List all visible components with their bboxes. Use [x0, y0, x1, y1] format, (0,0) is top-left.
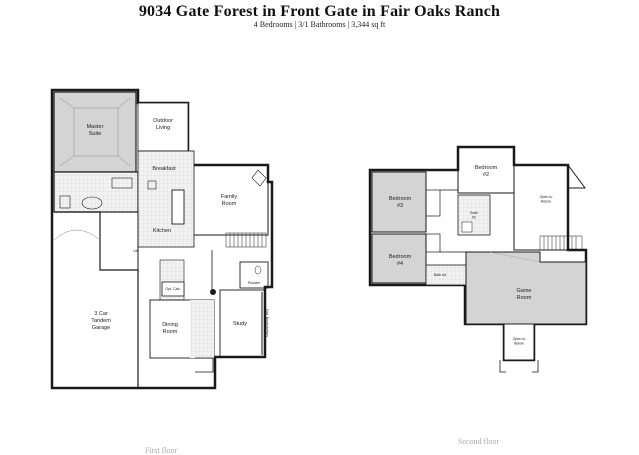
bedroom-3-label-1: Bedroom — [389, 196, 412, 202]
dining-room-label-1: Dining — [162, 322, 178, 328]
second-floor-caption: Second floor — [458, 437, 500, 446]
garage-label-1: 3 Car — [94, 311, 108, 317]
open-to-below-bottom-area — [503, 323, 535, 361]
open-to-below-bottom-label-2: Below — [514, 342, 524, 346]
master-suite-label-2: Suite — [89, 131, 102, 137]
garage-label-2: Tandem — [91, 318, 111, 324]
outdoor-living-label-1: Outdoor — [153, 118, 173, 124]
first-floor-stairs — [225, 232, 267, 248]
powder-label: Powder — [248, 281, 261, 285]
garage-label-3: Garage — [92, 325, 110, 331]
second-floor-plan — [368, 145, 588, 373]
dining-room-label-2: Room — [163, 329, 178, 335]
bedroom-4-label-1: Bedroom — [389, 254, 412, 260]
page-title: 9034 Gate Forest in Front Gate in Fair O… — [138, 3, 501, 20]
bedroom-2-label-1: Bedroom — [475, 165, 498, 171]
svg-text:Bedroom#3: Bedroom#3 — [389, 196, 412, 209]
outdoor-living-area — [137, 102, 189, 152]
bath-4-label: Bath #4 — [434, 273, 446, 277]
kitchen-area — [137, 150, 195, 248]
breakfast-label: Breakfast — [152, 166, 176, 172]
open-to-below-top-label-1: Open to — [540, 195, 553, 199]
powder-room — [239, 261, 269, 289]
game-room-label-2: Room — [517, 295, 532, 301]
util-label: Util — [133, 249, 138, 253]
outdoor-living-label-2: Living — [156, 125, 170, 131]
master-bath — [53, 171, 139, 213]
bedroom-3-room — [371, 171, 427, 233]
bedroom-4-label-2: #4 — [397, 261, 403, 267]
bedroom-4-room — [371, 233, 427, 284]
kitchen-island — [171, 189, 185, 225]
first-floor-caption: First floor — [145, 446, 178, 455]
bath-2-label-2: #2 — [472, 216, 476, 220]
family-room-label-1: Family — [221, 194, 237, 200]
svg-text:Bedroom#4: Bedroom#4 — [389, 254, 412, 267]
opt-bookshelves-label: Opt. Bookshelves — [265, 309, 269, 337]
master-suite-label-1: Master — [87, 124, 104, 130]
master-suite-room — [53, 91, 137, 173]
study-room — [219, 289, 266, 358]
game-room-label-1: Game — [517, 288, 532, 294]
family-room-label-2: Room — [222, 201, 237, 207]
first-floor-plan — [50, 88, 274, 390]
second-floor-stairs — [539, 235, 583, 251]
open-to-below-bottom-label-1: Open to — [513, 337, 526, 341]
opt-cab-label: Opt. Cab. — [165, 287, 180, 291]
study-label: Study — [233, 321, 247, 327]
bedroom-2-label-2: #2 — [483, 172, 489, 178]
open-to-below-top-label-2: Below — [541, 200, 551, 204]
game-room-area — [465, 251, 587, 325]
page-subtitle: 4 Bedrooms | 3/1 Bathrooms | 3,344 sq ft — [253, 20, 386, 29]
bath-2-label-1: Bath — [470, 211, 477, 215]
utility-room — [99, 211, 139, 271]
bedroom-3-label-2: #3 — [397, 203, 403, 209]
svg-text:Bath#2: Bath#2 — [470, 211, 477, 220]
svg-text:Bedroom#2: Bedroom#2 — [475, 165, 498, 178]
kitchen-label: Kitchen — [153, 228, 171, 234]
